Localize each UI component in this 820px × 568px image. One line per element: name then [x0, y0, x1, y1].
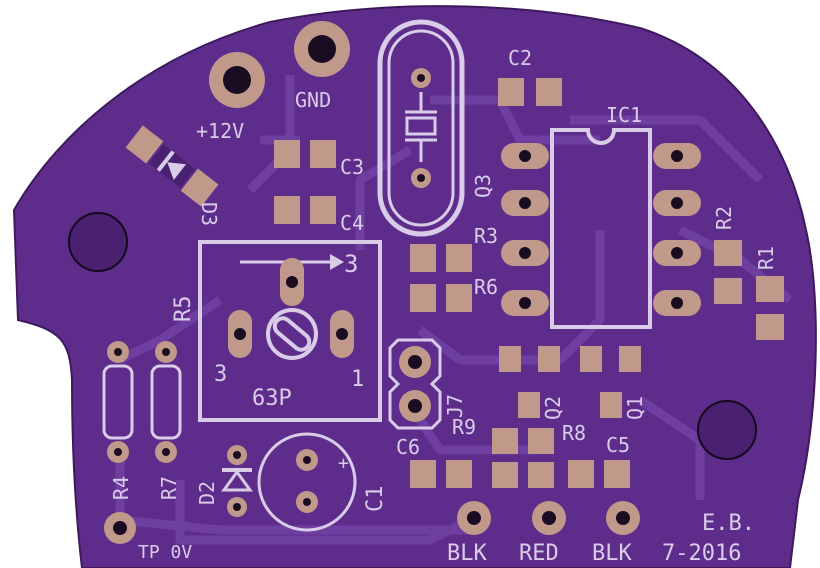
pad-r1-b: [756, 314, 784, 340]
label-c2: C2: [508, 46, 532, 70]
pad-r1-a: [756, 276, 784, 302]
resistor-r4: [102, 341, 134, 463]
label-r7: R7: [157, 476, 181, 500]
label-ic1: IC1: [606, 103, 642, 127]
label-c3: C3: [340, 155, 364, 179]
pad-c4-a: [274, 196, 300, 224]
pad-q2-a: [499, 346, 521, 372]
test-point: [104, 512, 136, 544]
pad-c3-a: [274, 140, 300, 168]
label-pot-left: 3: [214, 362, 227, 387]
label-r2: R2: [712, 206, 736, 230]
pad-r3-a: [410, 244, 436, 272]
label-blk-left: BLK: [447, 541, 487, 566]
pad-c6-a: [410, 460, 436, 488]
label-r3: R3: [474, 224, 498, 248]
diode-d2: [221, 445, 253, 517]
pad-q2-b: [538, 346, 560, 372]
label-r6: R6: [474, 275, 498, 299]
pad-r6-a: [410, 284, 436, 312]
pad-c5-b: [604, 460, 630, 488]
terminal-12v: [209, 52, 265, 108]
label-j7: J7: [443, 394, 467, 418]
jumper-j7: [388, 338, 442, 430]
terminal-gnd: [294, 21, 350, 77]
label-pot-value: 63P: [252, 386, 292, 411]
pad-c2-a: [498, 78, 524, 106]
label-red: RED: [519, 541, 559, 566]
terminal-blk-right: [606, 501, 640, 535]
label-r8: R8: [562, 421, 586, 445]
label-12v: +12V: [196, 119, 244, 143]
resistor-r7: [150, 341, 182, 463]
label-c1: C1: [363, 486, 388, 513]
pad-r2-a: [714, 240, 742, 266]
pad-q1-c: [600, 392, 622, 418]
pad-c2-b: [536, 78, 562, 106]
label-d2: D2: [195, 481, 219, 505]
label-r5: R5: [171, 296, 196, 323]
crystal-q3: [377, 19, 465, 237]
pad-c3-b: [310, 140, 336, 168]
label-r1: R1: [754, 246, 778, 270]
label-c1-polarity: +: [338, 453, 349, 474]
label-pot-right: 1: [351, 367, 364, 392]
terminal-red: [532, 501, 566, 535]
mounting-hole-right: [697, 400, 757, 460]
label-q1: Q1: [623, 396, 647, 420]
pad-c6-b: [446, 460, 472, 488]
pad-r9-b: [492, 462, 518, 488]
pad-r9-a: [492, 428, 518, 454]
pad-q1-b: [619, 346, 641, 372]
label-tp: TP 0V: [138, 542, 192, 563]
pad-r3-b: [446, 244, 472, 272]
label-gnd: GND: [295, 88, 331, 112]
pad-q1-a: [580, 346, 602, 372]
label-q2: Q2: [541, 396, 565, 420]
label-d3: D3: [197, 202, 221, 226]
pad-r2-b: [714, 278, 742, 304]
pad-c4-b: [310, 196, 336, 224]
label-pot-top: 3: [344, 250, 358, 278]
label-r4: R4: [109, 476, 133, 500]
pad-q2-c: [518, 392, 540, 418]
capacitor-c1: [257, 432, 357, 532]
mounting-hole-left: [68, 212, 128, 272]
label-c6: C6: [396, 435, 420, 459]
label-author: E.B.: [702, 511, 755, 536]
pad-r8-a: [528, 428, 554, 454]
label-c5: C5: [606, 433, 630, 457]
label-c4: C4: [340, 211, 364, 235]
pad-r6-b: [446, 284, 472, 312]
pad-r8-b: [528, 462, 554, 488]
label-q3: Q3: [471, 174, 495, 198]
label-r9: R9: [452, 415, 476, 439]
ic1: [501, 128, 701, 329]
label-blk-right: BLK: [592, 541, 632, 566]
label-date: 7-2016: [662, 541, 741, 566]
potentiometer-r5: [198, 240, 382, 422]
pad-c5-a: [568, 460, 594, 488]
diode-d3: [125, 125, 219, 207]
terminal-blk-left: [457, 501, 491, 535]
